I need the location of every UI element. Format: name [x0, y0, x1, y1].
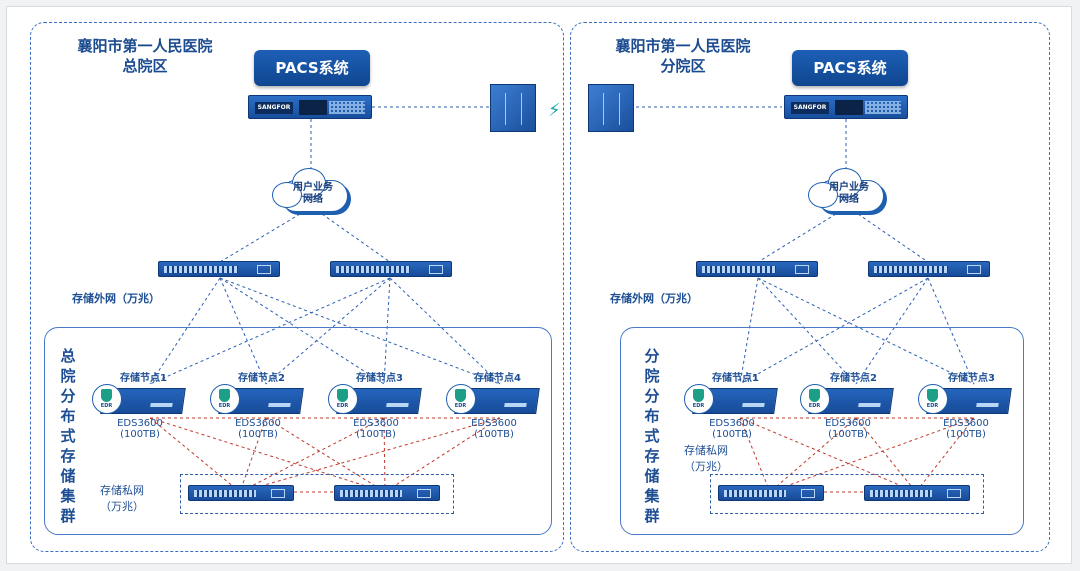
hospital-name: 襄阳市第一人民医院 — [77, 37, 213, 55]
private-link — [769, 417, 975, 493]
node-label: 存储节点4 — [474, 373, 521, 384]
private-switch — [334, 485, 440, 501]
node-model: EDS3600(100TB) — [709, 418, 755, 440]
cloud-label-line2: 网络 — [303, 194, 323, 205]
external-network-label: 存储外网（万兆） — [610, 292, 698, 305]
private-link — [739, 417, 771, 493]
storage-node: EDR — [918, 384, 1012, 414]
wan-router-branch — [588, 84, 634, 132]
edr-shield-icon: EDR — [328, 384, 358, 414]
storage-node: EDR — [328, 384, 422, 414]
private-link — [915, 417, 975, 493]
private-network-label: 存储私网（万兆） — [100, 484, 144, 513]
switch-node-link — [149, 277, 391, 385]
switch-node-link — [219, 277, 267, 385]
switch-node-link — [219, 277, 385, 385]
campus-name: 分院区 — [660, 57, 706, 75]
private-link — [769, 417, 857, 493]
branch-campus-region — [570, 22, 1050, 552]
external-switch — [330, 261, 452, 277]
main-campus-title: 襄阳市第一人民医院 总院区 — [66, 36, 224, 76]
branch-storage-cluster — [620, 327, 1024, 535]
private-switch — [188, 485, 294, 501]
node-model: EDS3600(100TB) — [117, 418, 163, 440]
server-brand: SANGFOR — [791, 102, 829, 114]
edr-shield-icon: EDR — [446, 384, 476, 414]
switch-node-link — [219, 277, 501, 385]
node-label: 存储节点2 — [830, 373, 877, 384]
node-label: 存储节点3 — [356, 373, 403, 384]
server-vents — [329, 101, 365, 114]
cloud-label-line1: 用户业务 — [829, 182, 869, 193]
hospital-name: 襄阳市第一人民医院 — [615, 37, 751, 55]
edr-shield-icon: EDR — [92, 384, 122, 414]
cluster-title: 分院分布式存储集群 — [644, 347, 660, 525]
external-network-label: 存储外网（万兆） — [72, 292, 160, 305]
node-label: 存储节点1 — [712, 373, 759, 384]
pacs-server-branch: SANGFOR — [784, 95, 908, 119]
node-label: 存储节点1 — [120, 373, 167, 384]
node-model: EDS3600(100TB) — [825, 418, 871, 440]
node-model: EDS3600(100TB) — [235, 418, 281, 440]
node-model: EDS3600(100TB) — [943, 418, 989, 440]
main-storage-cluster — [44, 327, 552, 535]
main-campus-region — [30, 22, 564, 552]
private-switch — [718, 485, 824, 501]
server-brand: SANGFOR — [255, 102, 293, 114]
node-label: 存储节点3 — [948, 373, 995, 384]
external-switch — [158, 261, 280, 277]
private-link — [239, 417, 385, 493]
pacs-system-main: PACS系统 — [254, 50, 370, 86]
switch-node-link — [927, 277, 975, 385]
edr-shield-icon: EDR — [210, 384, 240, 414]
private-switch-group — [180, 474, 454, 514]
branch-campus-title: 襄阳市第一人民医院 分院区 — [604, 36, 762, 76]
external-switch — [696, 261, 818, 277]
node-label: 存储节点2 — [238, 373, 285, 384]
private-link — [855, 417, 917, 493]
storage-node: EDR — [684, 384, 778, 414]
wan-router-main — [490, 84, 536, 132]
private-switch — [864, 485, 970, 501]
edr-shield-icon: EDR — [918, 384, 948, 414]
private-link — [265, 417, 386, 493]
wan-link-icon: ⚡ — [548, 100, 561, 121]
edr-shield-icon: EDR — [800, 384, 830, 414]
server-panel — [299, 100, 327, 115]
private-link — [384, 417, 501, 493]
storage-node: EDR — [800, 384, 894, 414]
private-switch-group — [710, 474, 984, 514]
cloud-switch-link-right-2 — [857, 213, 929, 263]
external-switch — [868, 261, 990, 277]
cloud-label-line1: 用户业务 — [293, 182, 333, 193]
switch-node-link — [757, 277, 857, 385]
pacs-system-branch: PACS系统 — [792, 50, 908, 86]
storage-node: EDR — [92, 384, 186, 414]
storage-node: EDR — [210, 384, 304, 414]
private-link — [149, 417, 386, 493]
switch-node-link — [757, 277, 975, 385]
edr-shield-icon: EDR — [684, 384, 714, 414]
private-link — [739, 417, 917, 493]
storage-node: EDR — [446, 384, 540, 414]
cloud-switch-link-left-2 — [321, 213, 391, 263]
cloud-label-line2: 网络 — [839, 194, 859, 205]
private-network-label: 存储私网（万兆） — [684, 444, 728, 473]
private-link — [149, 417, 241, 493]
server-vents — [865, 101, 901, 114]
campus-name: 总院区 — [122, 57, 168, 75]
node-model: EDS3600(100TB) — [471, 418, 517, 440]
private-link — [239, 417, 267, 493]
cluster-title: 总院分布式存储集群 — [60, 347, 76, 525]
pacs-server-main: SANGFOR — [248, 95, 372, 119]
user-network-cloud-main: 用户业务 网络 — [270, 168, 354, 212]
node-model: EDS3600(100TB) — [353, 418, 399, 440]
user-network-cloud-branch: 用户业务 网络 — [806, 168, 890, 212]
private-link — [383, 417, 386, 493]
switch-node-link — [389, 277, 501, 385]
server-panel — [835, 100, 863, 115]
